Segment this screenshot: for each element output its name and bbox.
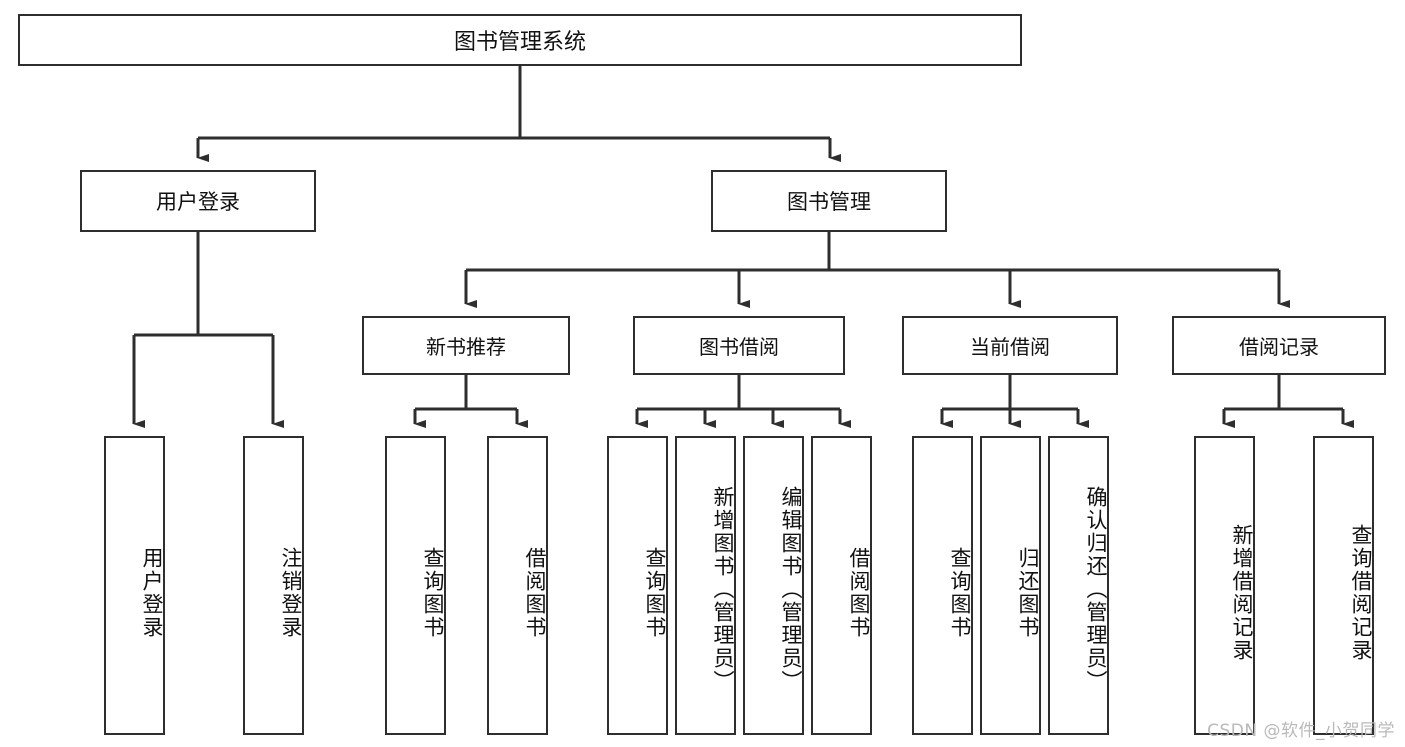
node-current-borrow[interactable]: 当前借阅 (902, 316, 1118, 375)
node-root-system[interactable]: 图书管理系统 (18, 14, 1022, 66)
node-label: 借阅图书 (847, 546, 871, 639)
leaf-book-borrow-edit[interactable]: 编辑图书（管理员） (743, 436, 804, 735)
leaf-book-borrow-query[interactable]: 查询图书 (607, 436, 668, 735)
leaf-borrow-record-add[interactable]: 新增借阅记录 (1194, 436, 1255, 735)
leaf-borrow-record-query[interactable]: 查询借阅记录 (1313, 436, 1374, 735)
node-label: 图书管理 (787, 190, 871, 214)
node-label: 查询借阅记录 (1349, 523, 1373, 662)
leaf-new-book-borrow[interactable]: 借阅图书 (487, 436, 548, 735)
node-label: 借阅记录 (1239, 335, 1319, 359)
node-label: 当前借阅 (970, 335, 1050, 359)
leaf-user-login-logout[interactable]: 注销登录 (243, 436, 304, 735)
node-label: 确认归还（管理员） (1084, 486, 1108, 693)
watermark: CSDN @软件_小贺同学 (1207, 721, 1395, 741)
leaf-current-borrow-return[interactable]: 归还图书 (980, 436, 1041, 735)
node-label: 借阅图书 (523, 546, 547, 639)
node-user-login[interactable]: 用户登录 (80, 170, 316, 232)
node-label: 图书借阅 (699, 335, 779, 359)
node-label: 查询图书 (421, 546, 445, 639)
leaf-book-borrow-add[interactable]: 新增图书（管理员） (675, 436, 736, 735)
node-label: 归还图书 (1016, 546, 1040, 639)
node-label: 编辑图书（管理员） (779, 486, 803, 693)
node-borrow-record[interactable]: 借阅记录 (1172, 316, 1386, 375)
node-label: 查询图书 (643, 546, 667, 639)
node-label: 新增借阅记录 (1230, 523, 1254, 662)
node-new-book-recommend[interactable]: 新书推荐 (362, 316, 570, 375)
leaf-new-book-query[interactable]: 查询图书 (385, 436, 446, 735)
node-label: 用户登录 (140, 546, 164, 639)
node-label: 新书推荐 (426, 335, 506, 359)
node-label: 新增图书（管理员） (711, 486, 735, 693)
node-book-management[interactable]: 图书管理 (711, 170, 947, 232)
leaf-current-borrow-query[interactable]: 查询图书 (912, 436, 973, 735)
node-label: 注销登录 (279, 546, 303, 639)
node-label: 查询图书 (948, 546, 972, 639)
leaf-current-borrow-confirm-return[interactable]: 确认归还（管理员） (1048, 436, 1109, 735)
leaf-book-borrow-borrow[interactable]: 借阅图书 (811, 436, 872, 735)
node-label: 用户登录 (156, 190, 240, 214)
node-label: 图书管理系统 (453, 30, 586, 55)
node-book-borrow[interactable]: 图书借阅 (633, 316, 845, 375)
leaf-user-login-login[interactable]: 用户登录 (104, 436, 165, 735)
